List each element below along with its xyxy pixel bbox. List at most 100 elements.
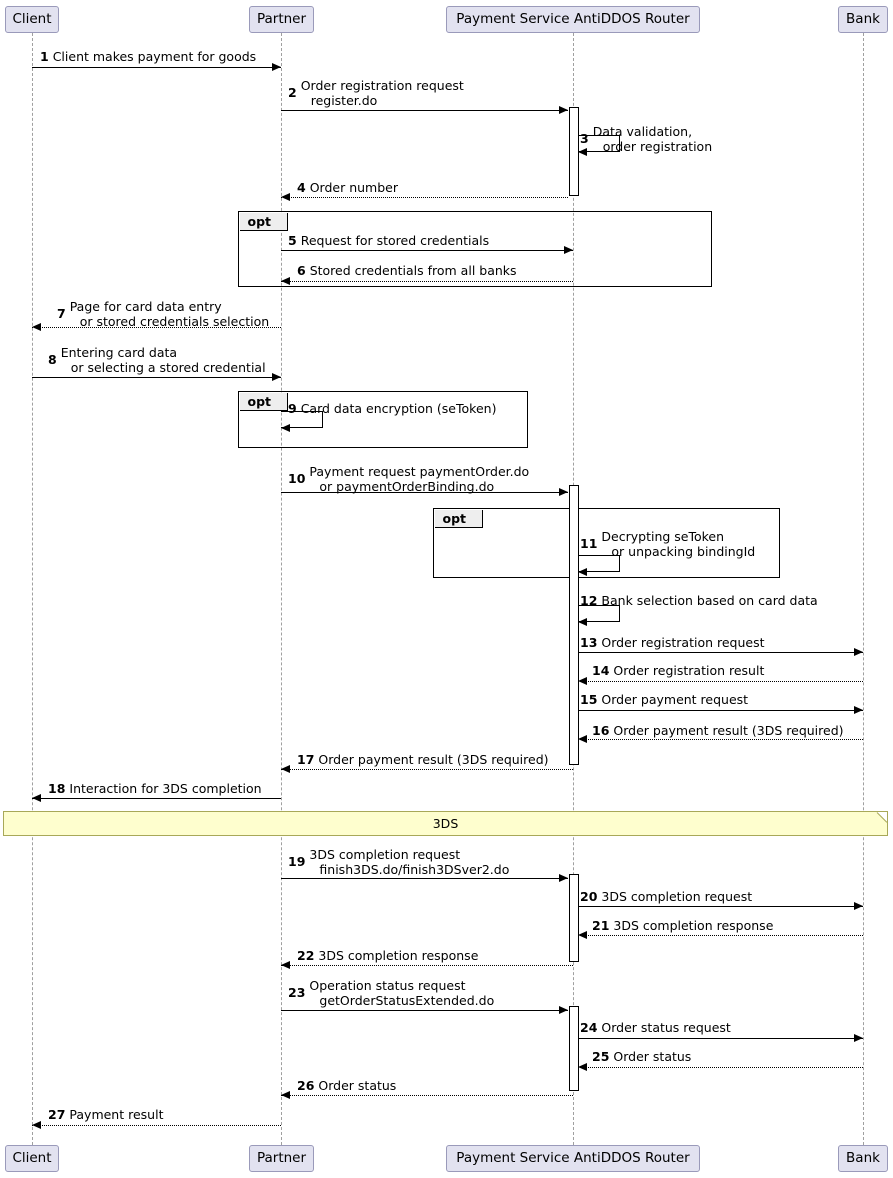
message-text-11-line2: or unpacking bindingId (611, 543, 756, 559)
message-number-26: 26 (297, 1078, 315, 1093)
divider-3ds: 3DS (3, 811, 888, 836)
message-text-5: Request for stored credentials (300, 233, 490, 248)
message-number-10: 10 (288, 471, 306, 487)
message-text-18: Interaction for 3DS completion (69, 781, 262, 796)
fragment-opt2 (238, 391, 528, 448)
message-text-7-line1: Page for card data entry (69, 299, 222, 314)
message-line-22 (281, 965, 573, 966)
message-text-8-line2: or selecting a stored credential (70, 359, 266, 375)
message-line-4 (281, 197, 568, 198)
message-text-8-line1: Entering card data (60, 345, 178, 360)
message-text-26: Order status (318, 1078, 397, 1093)
message-text-25: Order status (613, 1049, 692, 1064)
arrowhead-14 (578, 677, 587, 685)
arrowhead-9 (281, 424, 290, 432)
message-number-24: 24 (580, 1020, 598, 1035)
message-text-12: Bank selection based on card data (601, 593, 818, 608)
arrowhead-15 (854, 706, 863, 714)
message-text-23-line1: Operation status request (309, 978, 466, 993)
message-text-23-line2: getOrderStatusExtended.do (319, 992, 495, 1008)
message-line-8 (32, 377, 281, 378)
message-text-19-line1: 3DS completion request (309, 847, 461, 862)
lifeline-partner (281, 33, 282, 1145)
arrowhead-27 (32, 1121, 41, 1129)
arrowhead-10 (559, 488, 568, 496)
message-number-1: 1 (40, 49, 49, 64)
activation-bar-act-router-3 (569, 874, 579, 962)
fragment-label-opt2: opt (239, 392, 289, 411)
message-line-2 (281, 110, 568, 111)
self-message-12 (578, 605, 620, 622)
message-number-27: 27 (48, 1107, 66, 1122)
message-number-3: 3 (580, 131, 589, 147)
message-line-6 (281, 281, 573, 282)
message-text-2-line2: register.do (310, 92, 378, 108)
message-text-1: Client makes payment for goods (52, 49, 257, 64)
self-message-9 (281, 411, 323, 428)
message-line-14 (578, 681, 863, 682)
message-text-21: 3DS completion response (613, 918, 774, 933)
message-line-7 (32, 327, 281, 328)
arrowhead-4 (281, 193, 290, 201)
participant-partner-bottom: Partner (249, 1145, 314, 1172)
message-line-16 (578, 739, 863, 740)
message-number-23: 23 (288, 985, 306, 1001)
message-number-18: 18 (48, 781, 66, 796)
message-line-24 (578, 1038, 863, 1039)
message-text-19-line2: finish3DS.do/finish3DSver2.do (319, 861, 510, 877)
message-number-14: 14 (592, 663, 610, 678)
message-number-7: 7 (57, 306, 66, 322)
arrowhead-13 (854, 648, 863, 656)
fragment-label-opt1: opt (239, 212, 289, 231)
message-number-25: 25 (592, 1049, 610, 1064)
message-text-9: Card data encryption (seToken) (300, 401, 497, 416)
message-text-4: Order number (309, 180, 398, 195)
participant-router-top: Payment Service AntiDDOS Router (446, 6, 700, 33)
fragment-opt1 (238, 211, 712, 287)
arrowhead-23 (559, 1006, 568, 1014)
arrowhead-2 (559, 106, 568, 114)
message-number-20: 20 (580, 889, 598, 904)
message-number-12: 12 (580, 593, 598, 608)
message-text-13: Order registration request (601, 635, 765, 650)
message-number-5: 5 (288, 233, 297, 248)
message-line-27 (32, 1125, 281, 1126)
message-text-20: 3DS completion request (601, 889, 753, 904)
message-number-21: 21 (592, 918, 610, 933)
participant-client-bottom: Client (5, 1145, 59, 1172)
arrowhead-22 (281, 961, 290, 969)
message-text-16: Order payment result (3DS required) (613, 723, 844, 738)
message-text-14: Order registration result (613, 663, 765, 678)
arrowhead-12 (578, 618, 587, 626)
message-number-19: 19 (288, 854, 306, 870)
arrowhead-1 (272, 63, 281, 71)
message-text-17: Order payment result (3DS required) (318, 752, 549, 767)
participant-router-bottom: Payment Service AntiDDOS Router (446, 1145, 700, 1172)
message-text-7-line2: or stored credentials selection (79, 313, 270, 329)
arrowhead-20 (854, 902, 863, 910)
message-text-10-line1: Payment request paymentOrder.do (309, 464, 530, 479)
participant-partner-top: Partner (249, 6, 314, 33)
activation-bar-act-router-4 (569, 1006, 579, 1091)
message-line-25 (578, 1067, 863, 1068)
arrowhead-5 (564, 246, 573, 254)
message-line-10 (281, 492, 568, 493)
divider-fold-corner (877, 812, 887, 822)
message-text-27: Payment result (69, 1107, 164, 1122)
message-number-16: 16 (592, 723, 610, 738)
message-number-17: 17 (297, 752, 315, 767)
